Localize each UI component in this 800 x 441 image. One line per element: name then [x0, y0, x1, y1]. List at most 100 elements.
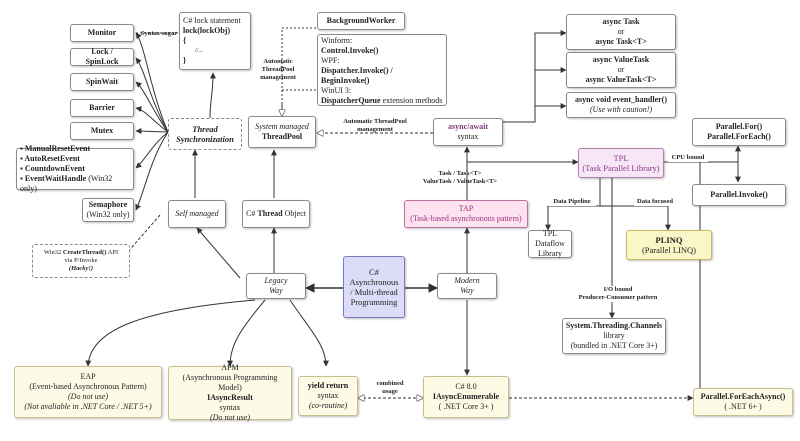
win32-line: (Hacky!) [68, 265, 94, 272]
center-line: C# [369, 267, 379, 277]
win32-createthread-box: Win32 CreateThread() API via P/Invoke (H… [32, 244, 130, 278]
apm-box: APM (Asynchronous Programming Model) IAs… [168, 363, 292, 422]
event-item: ▪ ManualResetEvent [20, 144, 91, 153]
channels-line: library [603, 331, 625, 340]
async-valuetask-box: async ValueTask or async ValueTask<T> [566, 52, 676, 88]
thread-object-box: C# Thread Object [242, 200, 310, 228]
tap-line: TAP [458, 204, 474, 213]
task-types-line: ValueTask / ValueTask<T> [422, 178, 498, 185]
csharp8-line: C# 8.0 [455, 382, 477, 391]
channels-box: System.Threading.Channels library (bundl… [562, 318, 666, 354]
threadpool-line: System managed [255, 122, 309, 131]
async-void-line: (Use with caution!) [589, 105, 653, 114]
plinq-line: PLINQ [655, 235, 683, 245]
csharp8-line: ( .NET Core 3+ ) [438, 402, 494, 411]
semaphore-note: (Win32 only) [86, 210, 130, 219]
task-types-label: Task / Task<T> ValueTask / ValueTask<T> [410, 170, 510, 186]
self-managed-box: Self managed [168, 200, 226, 228]
lock-label: Lock / SpinLock [85, 47, 119, 66]
io-bound-line: I/O bound [603, 286, 633, 293]
modern-line: Way [460, 286, 474, 295]
win32-line: Win32 CreateThread() API [43, 249, 119, 256]
legacy-line: Way [269, 286, 283, 295]
center-line: Programming [350, 297, 398, 307]
yield-return-box: yield return syntax (co-routine) [298, 376, 358, 416]
io-bound-label: I/O bound Producer-Consumer pattern [570, 286, 666, 302]
apm-line: (Asynchronous Programming Model) [182, 373, 278, 392]
backgroundworker-box: BackgroundWorker [317, 12, 405, 30]
tpl-box: TPL (Task Parallel Library) [578, 148, 664, 178]
barrier-label: Barrier [89, 103, 115, 112]
plinq-line: (Parallel LINQ) [641, 245, 697, 255]
tap-box: TAP (Task-based asynchronous pattern) [404, 200, 528, 228]
io-bound-line: Producer-Consumer pattern [578, 294, 658, 301]
barrier-box: Barrier [70, 99, 134, 117]
async-task-line: async Task<T> [595, 37, 647, 46]
channels-line: System.Threading.Channels [565, 321, 663, 330]
async-void-box: async void event_handler() (Use with cau… [566, 92, 676, 118]
central-topic-box: C# Asynchronous / Multi-thread Programmi… [343, 256, 405, 318]
lock-spinlock-box: Lock / SpinLock [70, 47, 134, 66]
cpu-bound-label: CPU bound [668, 154, 708, 162]
combined-usage-label: combined usage [370, 380, 410, 396]
lock-statement-box: C# lock statement lock(lockObj) { //... … [179, 12, 251, 70]
async-await-box: async/await syntax [433, 118, 503, 146]
lock-code-line: } [183, 56, 187, 65]
threadpool-box: System managed ThreadPool [248, 116, 316, 148]
eap-line: EAP [80, 372, 96, 381]
winui-entry: WinUI 3:DispatcherQueue extension method… [321, 86, 443, 105]
ui-invoke-box: Winform:Control.Invoke() WPF:Dispatcher.… [317, 34, 447, 106]
modern-line: Modern [454, 276, 480, 285]
event-item: ▪ CountdownEvent [20, 164, 85, 173]
parallel-for-line: Parallel.ForEach() [707, 132, 771, 141]
monitor-label: Monitor [87, 28, 117, 37]
auto-threadpool-label: Automatic ThreadPool management [260, 58, 296, 81]
apm-line: (Do not use) [210, 413, 250, 422]
mutex-label: Mutex [90, 126, 114, 135]
thread-object-label: C# Thread Object [246, 209, 306, 218]
event-handles-box: ▪ ManualResetEvent ▪ AutoResetEvent ▪ Co… [16, 144, 134, 193]
thread-synchronization-box: Thread Synchronization [168, 118, 242, 150]
tpl-line: TPL [613, 153, 629, 163]
legacy-line: Legacy [264, 276, 288, 285]
tap-line: (Task-based asynchronous pattern) [410, 214, 522, 223]
parallel-for-box: Parallel.For() Parallel.ForEach() [692, 118, 786, 146]
auto-threadpool-label-2: Automatic ThreadPool management [343, 118, 407, 133]
async-valuetask-line: async ValueTask [592, 55, 650, 64]
mutex-box: Mutex [70, 122, 134, 140]
lock-code-line: { [183, 36, 187, 45]
monitor-box: Monitor [70, 24, 134, 42]
apm-line: APM [221, 363, 239, 372]
spinwait-box: SpinWait [70, 73, 134, 91]
self-managed-label: Self managed [175, 209, 219, 218]
eap-line: (Event-based Asynchronous Pattern) [29, 382, 147, 391]
apm-line: syntax [219, 403, 241, 412]
async-valuetask-line: or [617, 65, 625, 74]
syntax-sugar-label: Syntax sugar [140, 30, 178, 37]
foreach-async-line: Parallel.ForEachAsync() [700, 392, 786, 401]
yield-line: yield return [307, 381, 349, 390]
semaphore-box: Semaphore (Win32 only) [82, 198, 134, 222]
async-await-line: syntax [457, 132, 479, 141]
plinq-box: PLINQ (Parallel LINQ) [626, 230, 712, 260]
async-task-box: async Task or async Task<T> [566, 14, 676, 50]
csharp8-box: C# 8.0 IAsyncEnumerable ( .NET Core 3+ ) [423, 376, 509, 418]
combined-usage-line: combined [376, 380, 404, 387]
center-line: / Multi-thread [350, 287, 398, 297]
lock-code-line: lock(lockObj) [183, 26, 231, 35]
eap-line: (Not avaliable in .NET Core / .NET 5+) [24, 402, 152, 411]
csharp8-line: IAsyncEnumerable [432, 392, 500, 401]
eap-line: (Do not use) [68, 392, 108, 401]
parallel-invoke-box: Parallel.Invoke() [692, 184, 786, 206]
async-task-line: async Task [602, 17, 640, 26]
modern-way-box: Modern Way [437, 273, 497, 299]
center-line: Asynchronous [349, 277, 399, 287]
async-void-line: async void event_handler() [575, 95, 667, 104]
channels-line: (bundled in .NET Core 3+) [570, 341, 658, 350]
semaphore-label: Semaphore [88, 200, 128, 209]
tpl-dataflow-line: TPL Dataflow [535, 229, 565, 248]
spinwait-label: SpinWait [85, 77, 118, 86]
data-pipeline-label: Data Pipeline [548, 198, 596, 206]
async-await-line: async/await [448, 122, 488, 131]
lock-statement-title: C# lock statement [183, 16, 241, 25]
